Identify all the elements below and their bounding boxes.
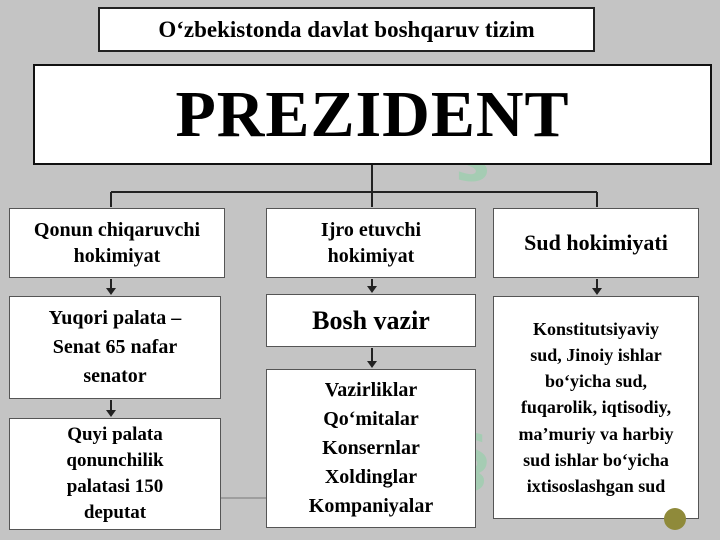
arrow-head — [106, 410, 116, 417]
senate-box: Yuqori palata – Senat 65 nafar senator — [9, 296, 221, 399]
courts-line: ma’muriy va harbiy — [518, 423, 674, 444]
executive-body-item: Xoldinglar — [324, 466, 418, 488]
diagram-title: O‘zbekistonda davlat boshqaruv tizim — [98, 7, 595, 52]
judicial-header: Sud hokimiyati — [524, 230, 668, 255]
legislative-branch-box: Qonun chiqaruvchi hokimiyat — [9, 208, 225, 278]
arrow-head — [367, 361, 377, 368]
legislative-header-line: Qonun chiqaruvchi — [33, 219, 201, 241]
arrow-head — [106, 288, 116, 295]
courts-line: sud, Jinoiy ishlar — [530, 345, 662, 366]
executive-body-item: Qo‘mitalar — [323, 408, 419, 430]
legislative-header-line: hokimiyat — [73, 245, 161, 267]
president-label: PREZIDENT — [175, 77, 570, 151]
lower-chamber-line: palatasi 150 — [66, 476, 164, 497]
lower-chamber-line: deputat — [83, 502, 147, 524]
executive-body-item: Kompaniyalar — [308, 495, 434, 517]
lower-chamber-line: Quyi palata — [67, 423, 163, 445]
lower-chamber-box: Quyi palata qonunchilik palatasi 150 dep… — [9, 418, 221, 530]
courts-line: fuqarolik, iqtisodiy, — [520, 397, 672, 418]
executive-bodies-box: Vazirliklar Qo‘mitalar Konsernlar Xoldin… — [266, 369, 476, 528]
executive-header-line: hokimiyat — [327, 245, 415, 267]
senate-line: senator — [83, 365, 147, 387]
courts-line: ixtisoslashgan sud — [526, 475, 666, 496]
senate-line: Senat 65 nafar — [52, 336, 178, 358]
lower-chamber-line: qonunchilik — [66, 449, 164, 471]
courts-line: Konstitutsiyaviy — [532, 319, 660, 340]
executive-body-item: Konsernlar — [322, 437, 420, 459]
prime-minister-label: Bosh vazir — [312, 305, 430, 335]
president-box: PREZIDENT — [33, 64, 712, 165]
arrow-head — [592, 288, 602, 295]
executive-body-item: Vazirliklar — [324, 379, 418, 401]
executive-header-line: Ijro etuvchi — [320, 219, 422, 241]
judicial-branch-box: Sud hokimiyati — [493, 208, 699, 278]
diagram-title-text: O‘zbekistonda davlat boshqaruv tizim — [158, 16, 535, 42]
courts-line: bo‘yicha sud, — [544, 371, 648, 392]
senate-line: Yuqori palata – — [48, 307, 182, 329]
courts-box: Konstitutsiyaviy sud, Jinoiy ishlar bo‘y… — [493, 296, 699, 519]
arrow-head — [367, 286, 377, 293]
prime-minister-box: Bosh vazir — [266, 294, 476, 347]
decorative-circle — [664, 508, 686, 530]
executive-branch-box: Ijro etuvchi hokimiyat — [266, 208, 476, 278]
courts-line: sud ishlar bo‘yicha — [523, 449, 669, 470]
